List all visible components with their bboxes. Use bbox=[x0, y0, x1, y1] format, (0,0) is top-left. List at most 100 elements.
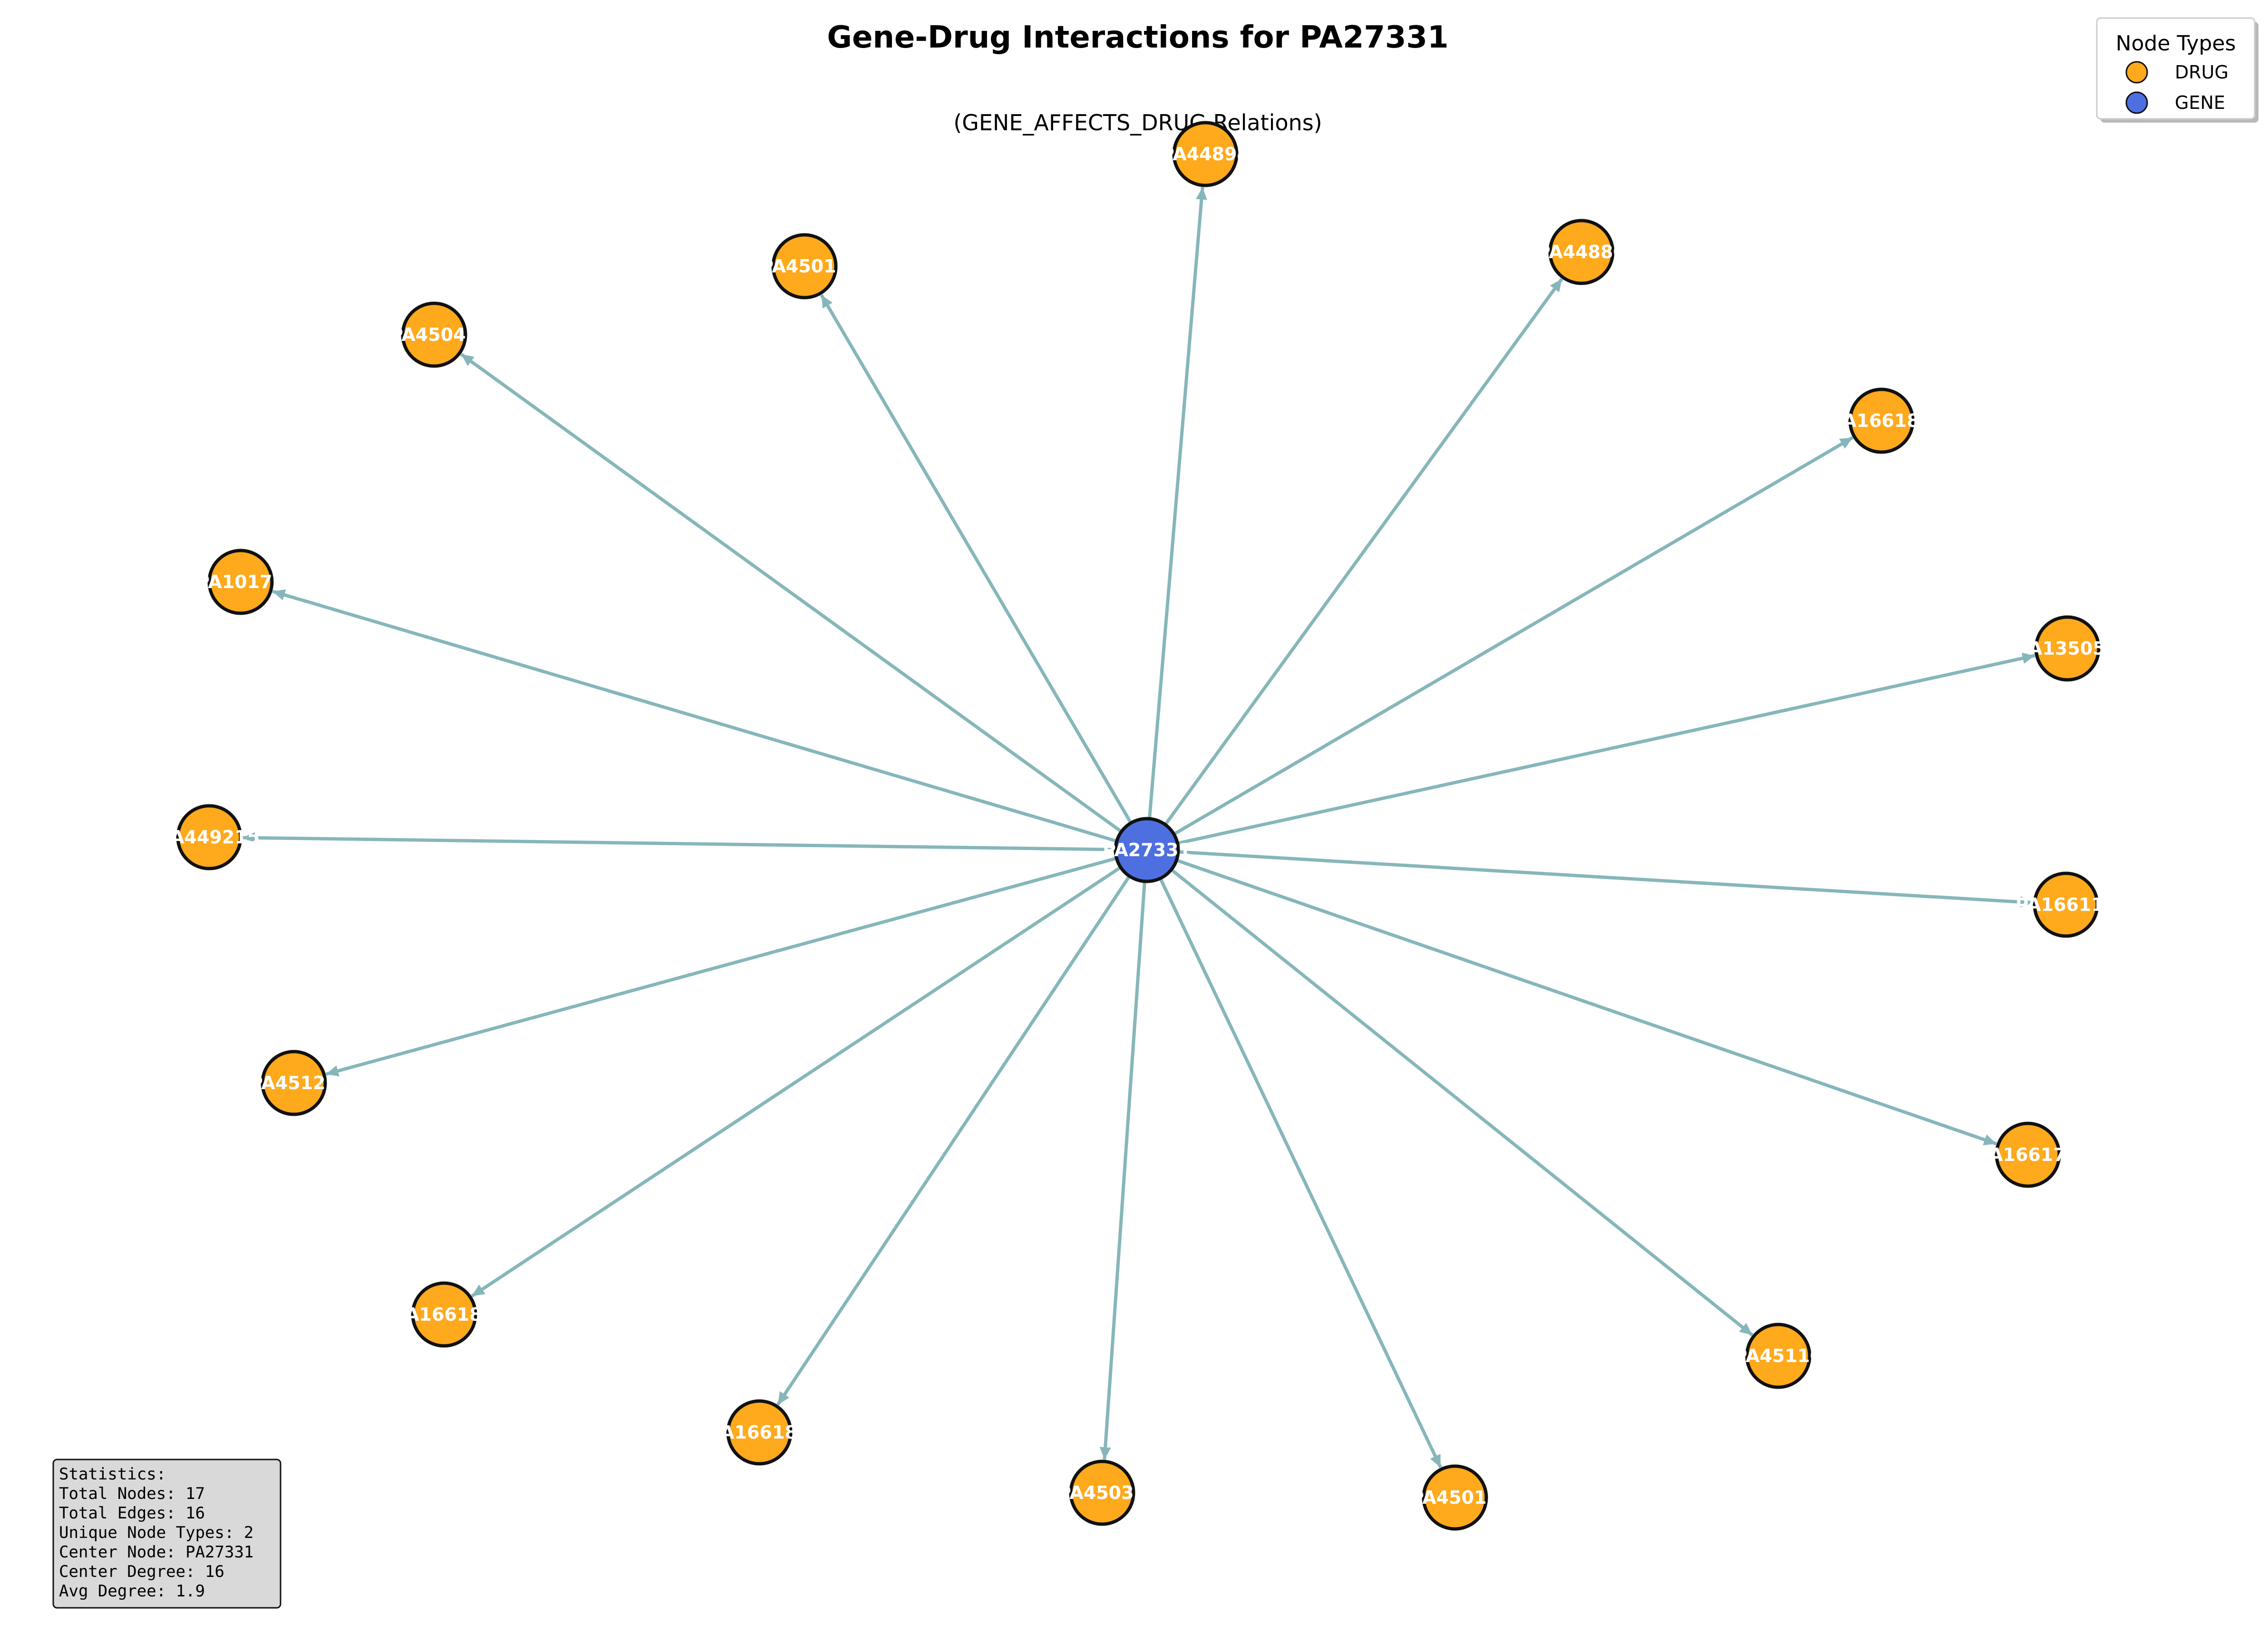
drug-node-3[interactable]: PA166182 bbox=[1831, 387, 1932, 454]
legend: Node Types DRUG GENE bbox=[2096, 17, 2258, 123]
nodes-layer: PA44894PA44880PA166182PA135057PA166115PA… bbox=[159, 121, 2118, 1531]
drug-node-15-circle[interactable] bbox=[401, 301, 467, 368]
drug-node-7[interactable]: PA45110 bbox=[1734, 1323, 1822, 1389]
edge-arrow-12 bbox=[326, 1065, 339, 1077]
edge-10 bbox=[776, 876, 1131, 1406]
drug-node-12-circle[interactable] bbox=[261, 1050, 327, 1116]
drug-node-12-label: PA45127 bbox=[250, 1073, 338, 1093]
drug-node-11[interactable]: PA166182 bbox=[394, 1281, 494, 1348]
edge-arrow-3 bbox=[1839, 437, 1853, 449]
drug-node-5[interactable]: PA166115 bbox=[2016, 871, 2116, 938]
edge-1 bbox=[1148, 187, 1204, 818]
gene-node-center[interactable]: PA27331 bbox=[1103, 817, 1191, 883]
drug-node-13-label: PA449215 bbox=[159, 827, 260, 848]
edge-arrow-14 bbox=[272, 589, 286, 600]
drug-node-10-circle[interactable] bbox=[726, 1399, 793, 1466]
stats-line-unique-types: Unique Node Types: 2 bbox=[59, 1523, 253, 1542]
edge-9 bbox=[1103, 882, 1146, 1460]
drug-node-13[interactable]: PA449215 bbox=[159, 804, 260, 870]
edge-4 bbox=[1178, 654, 2035, 845]
edge-11 bbox=[471, 866, 1121, 1298]
edge-arrow-13 bbox=[242, 832, 255, 844]
legend-gene-marker bbox=[2125, 91, 2148, 114]
drug-node-16-circle[interactable] bbox=[771, 233, 838, 300]
drug-node-6-label: PA166176 bbox=[1977, 1144, 2078, 1165]
drug-node-6-circle[interactable] bbox=[1995, 1121, 2061, 1188]
gene-node-center-label: PA27331 bbox=[1103, 840, 1191, 860]
drug-node-7-label: PA45110 bbox=[1734, 1345, 1822, 1366]
edges-layer bbox=[242, 187, 2035, 1469]
gene-node-center-circle[interactable] bbox=[1114, 817, 1180, 883]
edge-arrow-2 bbox=[1550, 279, 1562, 292]
edge-arrow-8 bbox=[1430, 1454, 1441, 1468]
drug-node-13-circle[interactable] bbox=[176, 804, 242, 870]
drug-node-4-circle[interactable] bbox=[2034, 615, 2101, 682]
drug-node-16-label: PA45012 bbox=[760, 256, 849, 277]
edge-arrow-6 bbox=[1983, 1134, 1997, 1145]
drug-node-2[interactable]: PA44880 bbox=[1537, 219, 1626, 285]
drug-node-8[interactable]: PA45012 bbox=[1411, 1464, 1499, 1531]
legend-drug-label: DRUG bbox=[2175, 62, 2229, 83]
edge-arrow-5 bbox=[2020, 896, 2033, 908]
edge-arrow-10 bbox=[777, 1391, 790, 1405]
drug-node-5-label: PA166115 bbox=[2016, 894, 2116, 915]
legend-drug-marker bbox=[2125, 61, 2148, 84]
edge-6 bbox=[1177, 859, 1997, 1146]
drug-node-10-label: PA166182 bbox=[709, 1422, 810, 1443]
stats-line-heading: Statistics: bbox=[59, 1465, 166, 1484]
stats-line-avg-degree: Avg Degree: 1.9 bbox=[59, 1582, 205, 1601]
edge-12 bbox=[325, 857, 1116, 1076]
drug-node-15-label: PA45042 bbox=[390, 324, 478, 345]
graph-title: Gene-Drug Interactions for PA27331 bbox=[827, 20, 1448, 55]
statistics-box: Statistics: Total Nodes: 17 Total Edges:… bbox=[52, 1459, 281, 1609]
edge-2 bbox=[1164, 278, 1563, 825]
drug-node-7-circle[interactable] bbox=[1745, 1323, 1812, 1389]
drug-node-6[interactable]: PA166176 bbox=[1977, 1121, 2078, 1188]
drug-node-9-circle[interactable] bbox=[1069, 1459, 1135, 1526]
drug-node-3-label: PA166182 bbox=[1831, 410, 1932, 431]
drug-node-12[interactable]: PA45127 bbox=[250, 1050, 338, 1116]
drug-node-8-circle[interactable] bbox=[1422, 1464, 1488, 1531]
legend-gene-label: GENE bbox=[2175, 92, 2225, 113]
edge-13 bbox=[242, 836, 1115, 851]
drug-node-11-label: PA166182 bbox=[394, 1304, 494, 1325]
edge-7 bbox=[1171, 869, 1754, 1336]
stats-line-center-degree: Center Degree: 16 bbox=[59, 1562, 224, 1581]
drug-node-9-label: PA45035 bbox=[1058, 1482, 1146, 1503]
stats-line-center-node: Center Node: PA27331 bbox=[59, 1543, 253, 1562]
drug-node-1-label: PA44894 bbox=[1161, 144, 1250, 164]
edge-arrow-9 bbox=[1099, 1447, 1111, 1460]
drug-node-5-circle[interactable] bbox=[2033, 871, 2099, 938]
drug-node-8-label: PA45012 bbox=[1411, 1487, 1499, 1508]
drug-node-4-label: PA135057 bbox=[2017, 638, 2118, 659]
drug-node-10[interactable]: PA166182 bbox=[709, 1399, 810, 1466]
statistics-box-background bbox=[52, 1459, 281, 1609]
drug-node-2-circle[interactable] bbox=[1548, 219, 1615, 285]
drug-node-1-circle[interactable] bbox=[1172, 121, 1239, 187]
edge-14 bbox=[272, 590, 1116, 843]
drug-node-16[interactable]: PA45012 bbox=[760, 233, 849, 300]
edge-arrow-15 bbox=[461, 354, 475, 366]
stats-line-total-edges: Total Edges: 16 bbox=[59, 1504, 205, 1523]
legend-title: Node Types bbox=[2116, 31, 2236, 56]
drug-node-15[interactable]: PA45042 bbox=[390, 301, 478, 368]
graph-subtitle: (GENE_AFFECTS_DRUG Relations) bbox=[953, 110, 1322, 135]
drug-node-14[interactable]: PA10172 bbox=[196, 549, 285, 615]
drug-node-14-circle[interactable] bbox=[207, 549, 274, 615]
stats-line-total-nodes: Total Nodes: 17 bbox=[59, 1484, 205, 1503]
drug-node-14-label: PA10172 bbox=[196, 571, 285, 592]
drug-node-3-circle[interactable] bbox=[1848, 387, 1915, 454]
edge-16 bbox=[820, 294, 1132, 823]
drug-node-9[interactable]: PA45035 bbox=[1058, 1459, 1146, 1526]
drug-node-1[interactable]: PA44894 bbox=[1161, 121, 1250, 187]
edge-arrow-16 bbox=[821, 295, 833, 309]
edge-5 bbox=[1179, 850, 2033, 905]
drug-node-4[interactable]: PA135057 bbox=[2017, 615, 2118, 682]
edge-8 bbox=[1159, 878, 1443, 1469]
edge-arrow-7 bbox=[1739, 1323, 1753, 1335]
edge-arrow-4 bbox=[2021, 652, 2035, 664]
edge-3 bbox=[1173, 436, 1854, 835]
edge-arrow-11 bbox=[472, 1285, 485, 1296]
drug-node-11-circle[interactable] bbox=[411, 1281, 477, 1348]
